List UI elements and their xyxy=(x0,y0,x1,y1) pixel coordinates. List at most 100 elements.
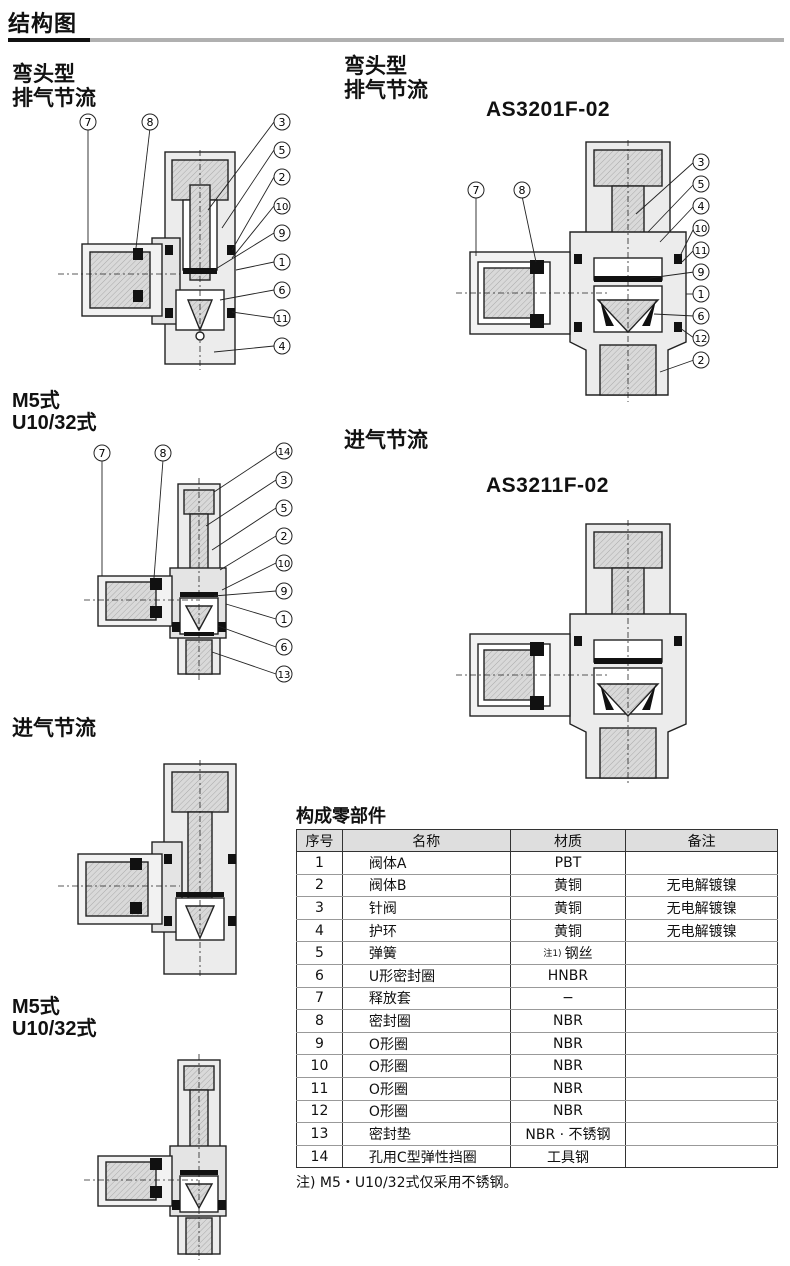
callout-label: 11 xyxy=(276,314,289,325)
seal-d1-a xyxy=(133,248,143,260)
seal-d4-e xyxy=(594,658,662,664)
callout-d3-1: 1 xyxy=(275,610,293,628)
callout-d2-10: 10 xyxy=(692,219,710,237)
table-row: 5 弹簧 注1)钢丝 xyxy=(296,941,778,965)
seal-d2-f xyxy=(574,322,582,332)
cell-remark xyxy=(625,1077,778,1101)
cell-remark: 无电解镀镍 xyxy=(625,874,778,898)
callout-label: 4 xyxy=(698,200,705,213)
cell-material: 黄铜 xyxy=(509,874,627,898)
cell-remark xyxy=(625,1145,778,1169)
callout-d3-3: 3 xyxy=(275,471,293,489)
callout-d2-2: 2 xyxy=(692,351,710,369)
callout-label: 9 xyxy=(281,585,288,598)
cell-material: − xyxy=(509,987,627,1011)
callout-d1-10: 10 xyxy=(273,197,291,215)
label-m5-b-line2: U10/32式 xyxy=(12,1018,97,1040)
cell-name: O形圈 xyxy=(341,1100,511,1124)
table-row: 11 O形圈 NBR xyxy=(296,1077,778,1101)
seal-d3-c xyxy=(180,592,218,597)
seal-d3-d xyxy=(172,622,180,632)
callout-label: 9 xyxy=(279,227,286,240)
callout-d2-3: 3 xyxy=(692,153,710,171)
diagram-as3201 xyxy=(456,140,687,402)
callout-label: 2 xyxy=(281,530,288,543)
table-row: 14 孔用C型弹性挡圈 工具钢 xyxy=(296,1145,778,1169)
leaders-d3 xyxy=(101,450,277,675)
callout-label: 6 xyxy=(281,641,288,654)
header-rule xyxy=(8,38,784,42)
cell-remark xyxy=(625,1032,778,1056)
label-elbow-exhaust: 弯头型 排气节流 xyxy=(12,62,96,110)
seal-d3-b xyxy=(150,606,162,618)
table-row: 7 释放套 − xyxy=(296,987,778,1011)
seal-d5-a xyxy=(130,858,142,870)
callout-d2-1: 1 xyxy=(692,285,710,303)
table-row: 13 密封垫 NBR · 不锈钢 xyxy=(296,1122,778,1146)
cell-remark xyxy=(625,1122,778,1146)
callout-label: 3 xyxy=(698,156,705,169)
cell-material: NBR xyxy=(509,1054,627,1078)
table-header-row: 序号 名称 材质 备注 xyxy=(296,829,778,852)
table-row: 12 O形圈 NBR xyxy=(296,1100,778,1124)
cell-material: 工具钢 xyxy=(509,1145,627,1169)
cell-remark xyxy=(625,1100,778,1124)
callout-d3-9: 9 xyxy=(275,582,293,600)
seal-d6-c xyxy=(180,1170,218,1175)
cell-no: 2 xyxy=(296,874,343,898)
callout-label: 1 xyxy=(279,256,286,269)
cell-material: 注1)钢丝 xyxy=(509,941,627,965)
callout-d1-9: 9 xyxy=(273,224,291,242)
callout-d1-1: 1 xyxy=(273,253,291,271)
cell-remark xyxy=(625,941,778,965)
seals-d4 xyxy=(530,636,682,710)
callout-d2-5: 5 xyxy=(692,175,710,193)
seal-d2-a xyxy=(530,260,544,274)
cell-no: 4 xyxy=(296,919,343,943)
callout-d2-9: 9 xyxy=(692,263,710,281)
cell-no: 7 xyxy=(296,987,343,1011)
callout-label: 4 xyxy=(279,340,286,353)
diagram-as3211 xyxy=(456,520,687,784)
cell-material: NBR xyxy=(509,1009,627,1033)
seal-d1-e xyxy=(183,268,217,274)
callout-d1-4: 4 xyxy=(273,337,291,355)
cell-name: O形圈 xyxy=(341,1077,511,1101)
cell-name: 阀体B xyxy=(341,874,511,898)
callout-d1-11: 11 xyxy=(273,309,291,327)
leaders-d1 xyxy=(87,121,275,353)
seals-d2 xyxy=(530,254,682,332)
table-row: 3 针阀 黄铜 无电解镀镍 xyxy=(296,896,778,920)
callout-label: 9 xyxy=(698,266,705,279)
leaders-d2 xyxy=(475,161,695,373)
callout-label: 13 xyxy=(278,670,291,681)
callout-label: 5 xyxy=(281,502,288,515)
cell-remark xyxy=(625,1009,778,1033)
seal-d3-a xyxy=(150,578,162,590)
callout-d3-6: 6 xyxy=(275,638,293,656)
seal-d1-b xyxy=(133,290,143,302)
cell-name: 释放套 xyxy=(341,987,511,1011)
label-m5-b-line1: M5式 xyxy=(12,996,60,1018)
callout-d2-7: 7 xyxy=(467,181,485,199)
parts-table-title: 构成零部件 xyxy=(296,806,386,827)
seal-d5-d xyxy=(228,854,236,864)
seal-d4-a xyxy=(530,642,544,656)
callout-label: 2 xyxy=(698,354,705,367)
table-row: 2 阀体B 黄铜 无电解镀镍 xyxy=(296,874,778,898)
seals-d6 xyxy=(150,1158,226,1210)
callout-label: 8 xyxy=(160,447,167,460)
seal-d2-u2 xyxy=(642,300,656,326)
callout-d1-5: 5 xyxy=(273,141,291,159)
callout-d1-8: 8 xyxy=(141,113,159,131)
cell-no: 13 xyxy=(296,1122,343,1146)
col-header-name: 名称 xyxy=(341,829,511,852)
callout-label: 12 xyxy=(695,334,708,345)
cell-material: HNBR xyxy=(509,964,627,988)
callout-d2-12: 12 xyxy=(692,329,710,347)
seals-d1 xyxy=(133,245,235,318)
model-as3201: AS3201F-02 xyxy=(486,98,611,121)
cell-name: 弹簧 xyxy=(341,941,511,965)
cell-name: O形圈 xyxy=(341,1054,511,1078)
